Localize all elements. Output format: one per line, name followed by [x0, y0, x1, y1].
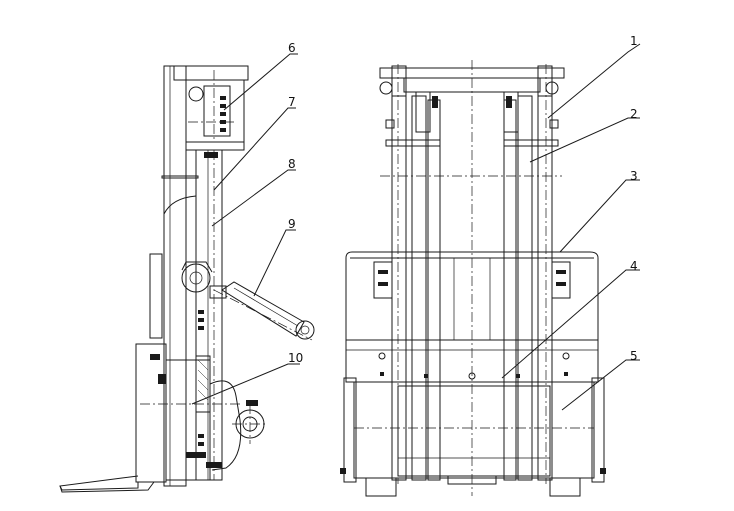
- callout-label-2: 2: [630, 107, 638, 121]
- mast-base-frame: [340, 377, 606, 497]
- side-view: [59, 65, 315, 493]
- load-backrest: [345, 251, 599, 340]
- callout-label-4: 4: [630, 259, 638, 273]
- callout-label-7: 7: [288, 95, 296, 109]
- tilt-cylinder: [209, 281, 315, 341]
- callout-label-8: 8: [288, 157, 296, 171]
- fork-tine: [59, 475, 155, 493]
- callout-label-9: 9: [288, 217, 296, 231]
- callout-label-10: 10: [288, 351, 303, 365]
- lift-chain-top: [204, 96, 226, 158]
- callout-label-6: 6: [288, 41, 296, 55]
- callout-leaders: [191, 43, 641, 411]
- callout-label-5: 5: [630, 349, 638, 363]
- callout-label-3: 3: [630, 169, 638, 183]
- callout-label-1: 1: [630, 34, 638, 48]
- front-view: [340, 60, 606, 497]
